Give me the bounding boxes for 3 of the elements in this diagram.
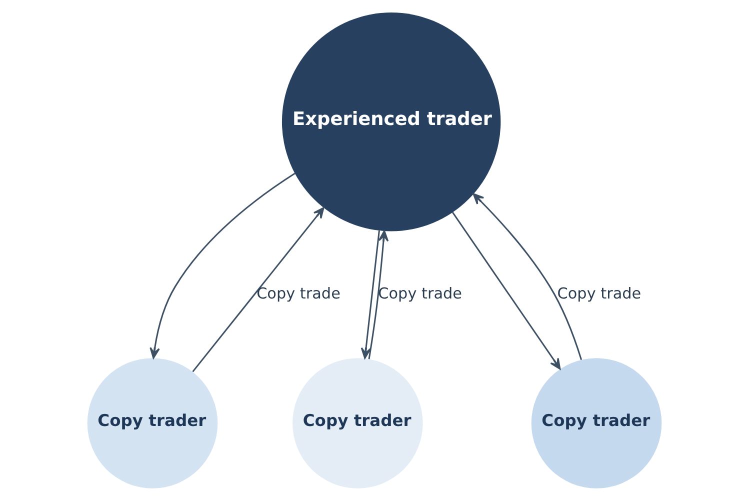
edge-label: Copy trade (256, 284, 340, 303)
edge-label: Copy trade (378, 284, 462, 303)
edge-label: Copy trade (557, 284, 642, 303)
